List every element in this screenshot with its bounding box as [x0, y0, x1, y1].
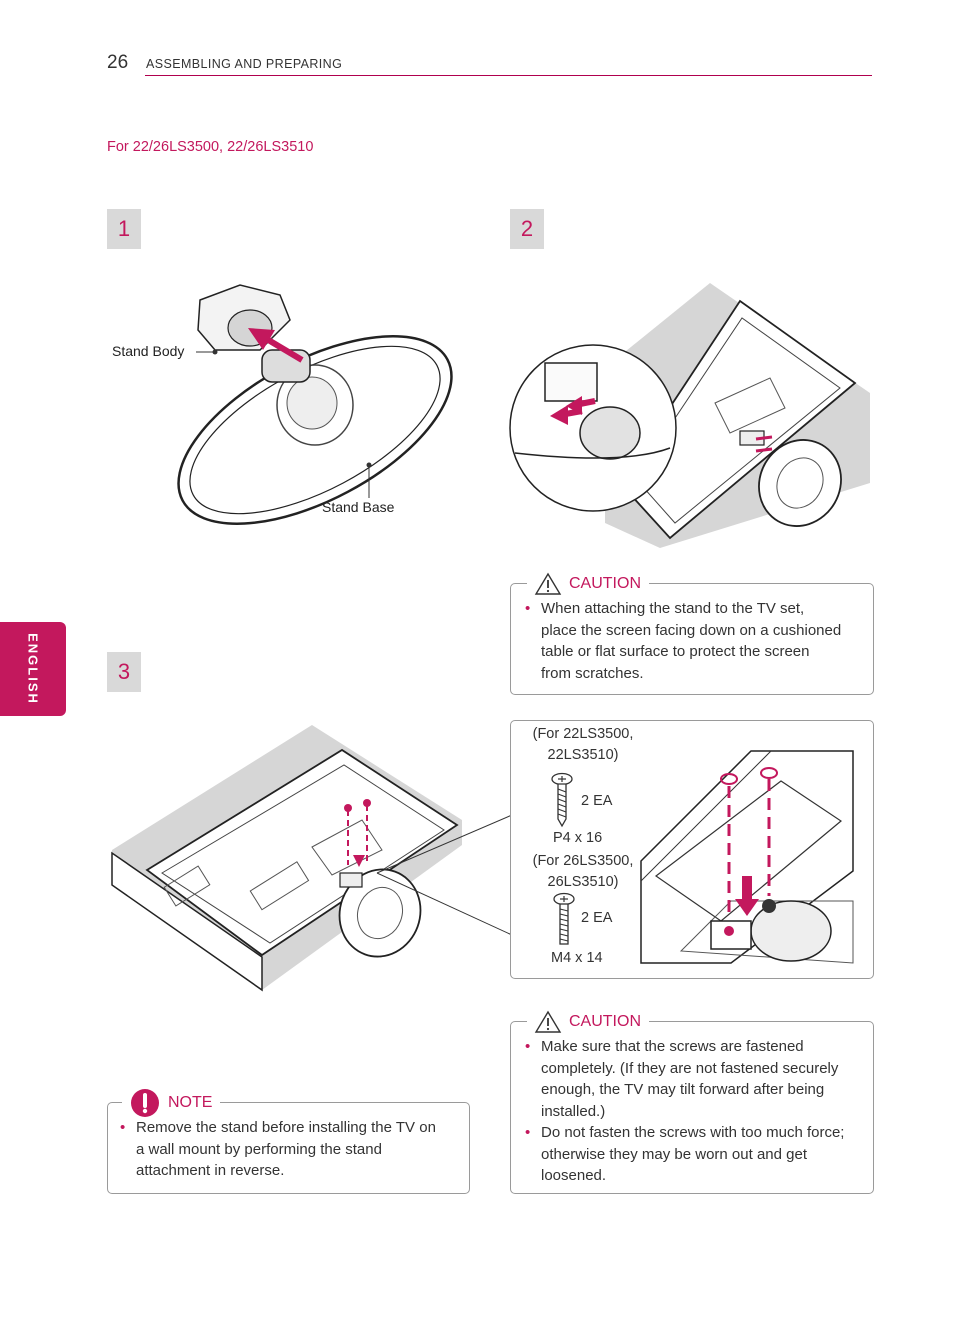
section-title: ASSEMBLING AND PREPARING	[146, 57, 343, 71]
note-list: Remove the stand before installing the T…	[118, 1117, 448, 1182]
step-3-number: 3	[107, 652, 141, 692]
warning-triangle-icon	[534, 1010, 562, 1033]
step-2-number: 2	[510, 209, 544, 249]
model-title: For 22/26LS3500, 22/26LS3510	[107, 139, 314, 155]
screw-group-2-size: M4 x 14	[551, 950, 603, 966]
screw-p4-icon	[551, 772, 573, 828]
exclamation-circle-icon	[131, 1089, 159, 1117]
language-tab[interactable]: ENGLISH	[0, 622, 66, 716]
caution-title: CAUTION	[569, 575, 641, 592]
screw-group-2-models: (For 26LS3500, 26LS3510)	[529, 851, 637, 893]
note-title: NOTE	[168, 1094, 213, 1111]
header-rule	[145, 75, 872, 76]
stand-body-leader-line	[196, 349, 218, 355]
note-item: Remove the stand before installing the T…	[118, 1117, 448, 1182]
step-1-number: 1	[107, 209, 141, 249]
page-number: 26	[107, 52, 129, 73]
screw-detail-box: (For 22LS3500, 22LS3510) 2 EA P4 x 16 (F…	[510, 720, 874, 979]
caution-title: CAUTION	[569, 1013, 641, 1030]
note-box: NOTE Remove the stand before installing …	[107, 1088, 470, 1194]
stand-base-leader-line	[366, 462, 372, 498]
screw-group-1-size: P4 x 16	[553, 830, 603, 846]
caution-item: When attaching the stand to the TV set, …	[523, 598, 843, 684]
caution-heading: CAUTION	[527, 1010, 649, 1033]
stand-base-label: Stand Base	[322, 499, 395, 515]
screw-group-1-models: (For 22LS3500, 22LS3510)	[529, 724, 637, 766]
screw-insertion-detail-illustration	[640, 750, 854, 964]
note-heading: NOTE	[122, 1088, 221, 1118]
screw-group-2-model-line-1: (For 26LS3500,	[532, 853, 634, 869]
stand-body-label: Stand Body	[112, 343, 185, 359]
screw-group-1-qty: 2 EA	[581, 793, 613, 809]
screw-group-1-model-line-2: 22LS3510)	[547, 747, 619, 763]
tv-back-stand-illustration	[509, 283, 870, 548]
caution-list: Make sure that the screws are fastened c…	[523, 1036, 858, 1187]
caution-box-stand: CAUTION When attaching the stand to the …	[510, 572, 874, 695]
caution-item: Make sure that the screws are fastened c…	[523, 1036, 858, 1122]
tv-back-screws-illustration	[111, 725, 513, 992]
caution-list: When attaching the stand to the TV set, …	[523, 598, 843, 684]
caution-box-screws: CAUTION Make sure that the screws are fa…	[510, 1010, 874, 1194]
screw-m4-icon	[553, 892, 575, 945]
language-tab-label: ENGLISH	[25, 633, 41, 705]
warning-triangle-icon	[534, 572, 562, 595]
caution-heading: CAUTION	[527, 572, 649, 595]
screw-group-1-model-line-1: (For 22LS3500,	[532, 726, 634, 742]
screw-group-2-qty: 2 EA	[581, 910, 613, 926]
stand-assembly-illustration	[177, 284, 453, 525]
caution-item: Do not fasten the screws with too much f…	[523, 1122, 858, 1187]
screw-group-2-model-line-2: 26LS3510)	[547, 874, 619, 890]
